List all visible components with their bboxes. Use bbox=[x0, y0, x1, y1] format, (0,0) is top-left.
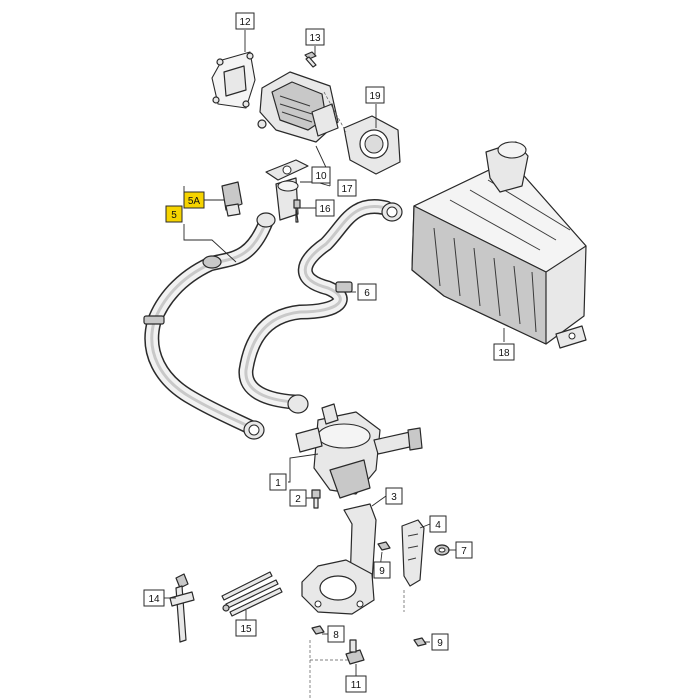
svg-text:13: 13 bbox=[309, 33, 321, 44]
svg-text:14: 14 bbox=[148, 594, 160, 605]
svg-text:17: 17 bbox=[341, 184, 353, 195]
callout-14[interactable]: 14 bbox=[143, 589, 165, 607]
callout-5[interactable]: 5 bbox=[165, 205, 183, 223]
seal-plate-part-10 bbox=[265, 159, 309, 221]
svg-text:9: 9 bbox=[437, 638, 443, 649]
svg-text:7: 7 bbox=[461, 546, 467, 557]
bracket-part-4 bbox=[401, 519, 425, 587]
gasket-part-12 bbox=[211, 51, 256, 109]
callout-12[interactable]: 12 bbox=[235, 12, 255, 30]
nut-part-7 bbox=[434, 544, 450, 556]
svg-text:10: 10 bbox=[315, 171, 327, 182]
callout-4[interactable]: 4 bbox=[429, 515, 447, 533]
callout-2[interactable]: 2 bbox=[289, 489, 307, 507]
svg-text:3: 3 bbox=[391, 492, 397, 503]
svg-text:12: 12 bbox=[239, 17, 251, 28]
callout-13[interactable]: 13 bbox=[305, 28, 325, 46]
coolant-hose-part-6 bbox=[238, 199, 403, 414]
clip-part-11 bbox=[345, 639, 365, 665]
bolt-part-13 bbox=[304, 51, 317, 68]
coolant-hose-part-5 bbox=[143, 212, 276, 440]
flange-part-19 bbox=[343, 115, 401, 175]
svg-text:11: 11 bbox=[351, 680, 362, 691]
svg-text:6: 6 bbox=[364, 288, 370, 299]
callout-19[interactable]: 19 bbox=[365, 86, 385, 104]
svg-text:16: 16 bbox=[319, 204, 331, 215]
bracket-part-3 bbox=[301, 503, 377, 615]
callout-15[interactable]: 15 bbox=[235, 619, 257, 637]
svg-text:8: 8 bbox=[333, 630, 339, 641]
svg-text:15: 15 bbox=[240, 624, 252, 635]
callout-6[interactable]: 6 bbox=[357, 283, 377, 301]
svg-text:4: 4 bbox=[435, 520, 441, 531]
sensor-part-5A bbox=[221, 181, 243, 217]
callout-11[interactable]: 11 bbox=[345, 675, 367, 693]
screw-part-2 bbox=[311, 489, 321, 509]
cable-ties-part-15 bbox=[221, 571, 283, 617]
svg-text:1: 1 bbox=[275, 478, 281, 489]
callout-1[interactable]: 1 bbox=[269, 473, 287, 491]
svg-text:5A: 5A bbox=[188, 196, 201, 207]
nut-part-9-upper bbox=[377, 541, 391, 551]
callout-10[interactable]: 10 bbox=[311, 166, 331, 184]
nut-part-8 bbox=[311, 625, 325, 635]
svg-text:5: 5 bbox=[171, 210, 177, 221]
valve-housing-part-17 bbox=[257, 71, 339, 143]
callout-8[interactable]: 8 bbox=[327, 625, 345, 643]
callout-16[interactable]: 16 bbox=[315, 199, 335, 217]
svg-text:9: 9 bbox=[379, 566, 385, 577]
svg-text:18: 18 bbox=[498, 348, 510, 359]
callout-18[interactable]: 18 bbox=[493, 343, 515, 361]
callout-5A[interactable]: 5A bbox=[183, 191, 205, 209]
nut-part-9-lower bbox=[413, 637, 427, 647]
svg-text:2: 2 bbox=[295, 494, 301, 505]
callout-17[interactable]: 17 bbox=[337, 179, 357, 197]
cable-tie-part-14 bbox=[169, 573, 195, 643]
air-filter-box-part-18 bbox=[411, 141, 587, 349]
callout-9-lower[interactable]: 9 bbox=[431, 633, 449, 651]
callout-3[interactable]: 3 bbox=[385, 487, 403, 505]
callout-9-upper[interactable]: 9 bbox=[373, 561, 391, 579]
svg-text:19: 19 bbox=[369, 91, 381, 102]
callout-7[interactable]: 7 bbox=[455, 541, 473, 559]
coolant-pump-part-1 bbox=[295, 403, 423, 499]
